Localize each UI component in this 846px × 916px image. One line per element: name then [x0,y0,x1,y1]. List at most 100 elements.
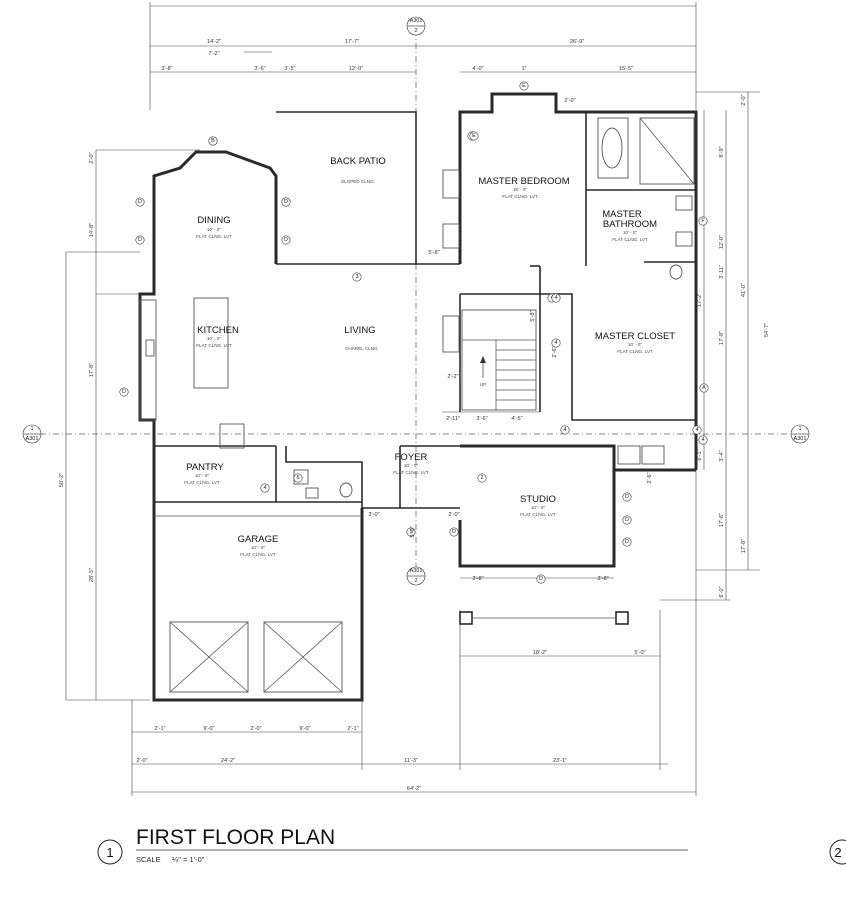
dimension-top: 3'-8" [161,66,172,72]
dimension-right: 2'-0" [741,94,747,105]
room-labels: BACK PATIO SLOPED CLNG. MASTER BEDROOM 1… [184,156,675,557]
svg-text:D: D [625,539,629,545]
section-marker-bottom: A301 2 [406,566,426,586]
dimension-interior: 2'-0" [448,512,459,518]
svg-text:10' - 0": 10' - 0" [623,230,638,235]
dimension-top: 3'-6" [254,66,265,72]
svg-text:4: 4 [554,295,557,301]
svg-text:FLAT CLNG. LVT: FLAT CLNG. LVT [196,343,232,348]
svg-text:4: 4 [563,427,566,433]
svg-text:D: D [452,529,456,535]
svg-text:FLAT CLNG. LVT: FLAT CLNG. LVT [520,512,556,517]
dimension-bottom: 2'-0" [136,758,147,764]
svg-text:10' - 0": 10' - 0" [251,545,266,550]
dimension-left: 2'-0" [89,152,95,163]
window-tag: D [449,527,459,537]
svg-text:10' - 0": 10' - 0" [195,473,210,478]
svg-text:A301: A301 [410,18,423,24]
svg-text:1: 1 [30,426,33,432]
room-pantry: PANTRY [186,462,224,473]
svg-text:D: D [138,199,142,205]
room-living: LIVING [344,325,375,336]
svg-text:D: D [625,517,629,523]
svg-text:4: 4 [263,485,266,491]
room-master-bathroom: MASTER [602,209,642,220]
dimension-right: 3'-11" [719,265,725,279]
dimension-top: 3'-5" [284,66,295,72]
dimension-left: 28'-5" [89,568,95,582]
dimension-bottom: 64'-2" [407,786,421,792]
svg-text:10' - 0": 10' - 0" [531,505,546,510]
door-tag: 2 [477,473,487,483]
section-marker-left: 1 A301 [22,424,42,444]
room-foyer: FOYER [395,452,428,463]
dimension-top: 1" [521,66,526,72]
svg-text:FLAT CLNG. LVT: FLAT CLNG. LVT [617,349,653,354]
svg-text:4: 4 [554,340,557,346]
svg-text:E: E [522,83,526,89]
window-tag: D [281,235,291,245]
window-tag: A [699,383,709,393]
dimension-interior: 2'-2" [447,374,458,380]
dimension-interior: 2'-0" [564,98,575,104]
dimension-right: 6'-1" [697,449,703,460]
window-tag: E [469,131,479,141]
door-tag: 3 [352,272,362,282]
stair-up-label: UP [480,382,486,387]
svg-text:10' - 0": 10' - 0" [207,336,222,341]
dimension-text: 14'-2"7'-2"3'-8"3'-6"17'-7"3'-5"12'-0"26… [59,39,770,792]
dimension-right: 17'-8" [719,331,725,345]
svg-text:2: 2 [480,475,483,481]
door-tag: 4 [560,425,570,435]
svg-text:FLAT CLNG. LVT: FLAT CLNG. LVT [240,552,276,557]
dimension-bottom: 11'-3" [404,758,418,764]
drawing-title: FIRST FLOOR PLAN [136,826,335,849]
dimension-interior: 2'-11" [446,416,460,422]
interior-walls [154,112,696,509]
svg-text:6: 6 [296,475,299,481]
dimension-top: 7'-2" [208,51,219,57]
window-tag: D [622,515,632,525]
svg-text:FLAT CLNG. LVT: FLAT CLNG. LVT [502,194,538,199]
staircase: UP [461,309,537,411]
dimension-interior: 3'-0" [368,512,379,518]
scale-label: SCALE [136,855,161,864]
svg-text:4: 4 [701,437,704,443]
window-tag: D [622,537,632,547]
window-tag: D [536,574,546,584]
section-marker-right: 1 A301 [790,424,810,444]
door-tag: 4 [260,483,270,493]
svg-text:F: F [701,218,705,224]
dimension-interior: 2'-6" [552,346,558,357]
view-number: 1 [106,845,113,860]
svg-text:5: 5 [409,529,412,535]
dimension-top: 17'-7" [345,39,359,45]
svg-text:2: 2 [414,28,417,34]
dimension-right: 41'-0" [741,283,747,297]
svg-text:CHAREL CLNG.: CHAREL CLNG. [345,346,379,351]
dimension-top: 14'-2" [207,39,221,45]
window-tag: D [135,235,145,245]
dimension-interior: 4'-5" [511,416,522,422]
svg-text:D: D [138,237,142,243]
svg-text:FLAT CLNG. LVT: FLAT CLNG. LVT [184,480,220,485]
room-master-closet: MASTER CLOSET [595,331,675,342]
room-master-bedroom: MASTER BEDROOM [478,176,569,187]
svg-text:D: D [284,237,288,243]
svg-text:2: 2 [414,578,417,584]
window-tag: D [622,492,632,502]
svg-text:FLAT CLNG. LVT: FLAT CLNG. LVT [393,470,429,475]
dimension-left: 50'-2" [59,473,65,487]
door-tag: 4 [692,425,702,435]
door-tag: 4 [551,338,561,348]
svg-text:E: E [472,133,476,139]
svg-text:FLAT CLNG. LVT: FLAT CLNG. LVT [612,237,648,242]
svg-text:D: D [122,389,126,395]
svg-text:3: 3 [355,274,358,280]
dimension-interior: 3'-6" [476,416,487,422]
dimension-bottom: 24'-2" [221,758,235,764]
kitchen-island [193,297,229,389]
dimension-bottom: 9'-0" [299,726,310,732]
svg-text:B: B [211,138,215,144]
svg-text:A301: A301 [26,436,39,442]
